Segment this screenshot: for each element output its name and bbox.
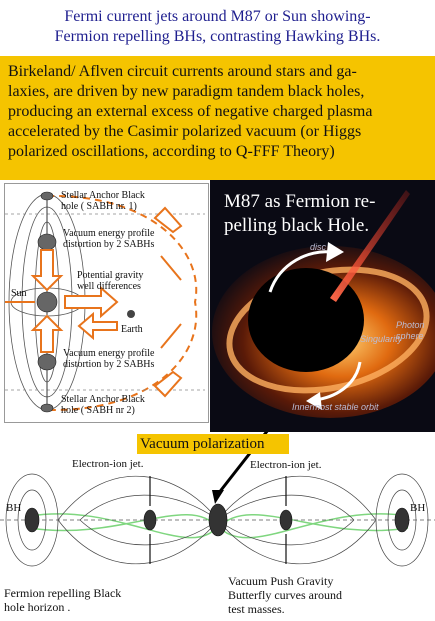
photon-sphere-label-line-2: sphere (396, 331, 424, 341)
vacuum-profile-1-line-1: Vacuum energy profile (63, 228, 155, 239)
sabh1-label-line-2: hole ( SABH nr. 1) (61, 201, 137, 212)
singularity-label: Singularity (360, 334, 403, 344)
title-line-2: Fermion repelling BHs, contrasting Hawki… (54, 28, 381, 45)
black-hole-illustration (210, 180, 435, 438)
disc-label: disc (310, 242, 327, 252)
description-line-3: producing an external excess of negative… (8, 103, 373, 120)
innermost-orbit-label: Innermost stable orbit (292, 402, 379, 412)
vacuum-profile-2-line-2: distortion by 2 SABHs (63, 359, 155, 370)
earth-label: Earth (121, 324, 143, 335)
vacuum-profile-1-line-2: distortion by 2 SABHs (63, 239, 155, 250)
horizon-label-line-2: hole horizon . (4, 600, 71, 614)
gravity-label-line-1: Potential gravity (77, 270, 144, 281)
title-line-1: Fermi current jets around M87 or Sun sho… (64, 8, 371, 25)
sun-sabh-drawing (5, 191, 205, 413)
photon-sphere-label-line-1: Photon (396, 320, 425, 330)
push-gravity-label-line-3: test masses. (228, 602, 285, 616)
description-line-4: accelerated by the Casimir polarized vac… (8, 123, 362, 140)
push-gravity-label-line-2: Butterfly curves around (228, 588, 342, 602)
m87-title: M87 as Fermion re- pelling black Hole. (224, 190, 375, 238)
jet-right-label: Electron-ion jet. (250, 459, 322, 471)
vacuum-profile-2-line-1: Vacuum energy profile (63, 348, 155, 359)
description-line-5: polarized oscillations, according to Q-F… (8, 143, 335, 160)
sabh2-label-line-1: Stellar Anchor Black (61, 394, 145, 405)
sun-label: Sun (11, 288, 27, 299)
description-line-1: Birkeland/ Aflven circuit currents aroun… (8, 63, 357, 80)
push-gravity-label-line-1: Vacuum Push Gravity (228, 574, 334, 588)
m87-title-line-1: M87 as Fermion re- (224, 191, 376, 212)
vacuum-polarization-label: Vacuum polarization (137, 434, 289, 454)
bh-left-label: BH (6, 502, 22, 514)
description-line-2: laxies, are driven by new paradigm tande… (8, 83, 365, 100)
gravity-label-line-2: well differences (77, 281, 141, 292)
jet-left-label: Electron-ion jet. (72, 458, 144, 470)
horizon-label-line-1: Fermion repelling Black (4, 586, 122, 600)
m87-black-hole-image: M87 as Fermion re- pelling black Hole. d… (210, 180, 435, 438)
sabh2-label-line-2: hole ( SABH nr 2) (61, 405, 135, 416)
bh-right-label: BH (410, 502, 426, 514)
sun-sabh-diagram: Stellar Anchor Black hole ( SABH nr. 1) … (4, 183, 209, 423)
sabh1-label-line-1: Stellar Anchor Black (61, 190, 145, 201)
butterfly-drawing (0, 429, 435, 567)
description-panel: Birkeland/ Aflven circuit currents aroun… (0, 56, 435, 180)
m87-title-line-2: pelling black Hole. (224, 215, 370, 236)
butterfly-diagram (0, 429, 435, 616)
page-title: Fermi current jets around M87 or Sun sho… (0, 0, 435, 56)
